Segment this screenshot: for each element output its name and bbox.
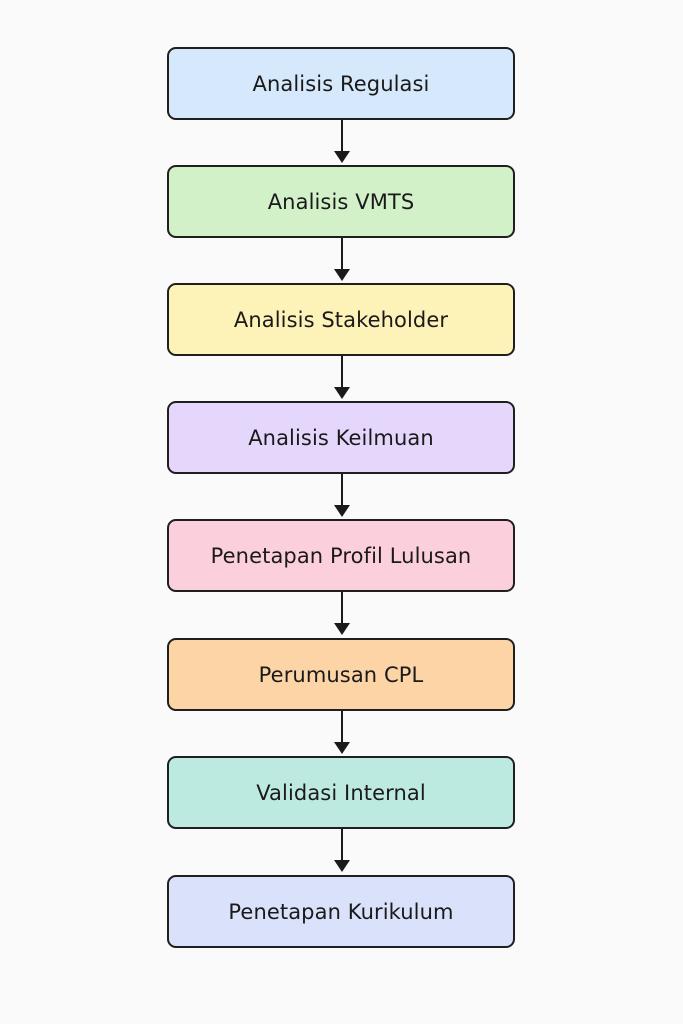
step-analisis-regulasi: Analisis Regulasi <box>167 47 515 120</box>
step-label: Validasi Internal <box>256 780 426 805</box>
step-analisis-stakeholder: Analisis Stakeholder <box>167 283 515 356</box>
step-validasi-internal: Validasi Internal <box>167 756 515 829</box>
step-perumusan-cpl: Perumusan CPL <box>167 638 515 711</box>
step-label: Penetapan Kurikulum <box>228 899 454 924</box>
step-label: Analisis VMTS <box>267 189 415 214</box>
arrow-down-icon <box>334 711 350 755</box>
step-analisis-keilmuan: Analisis Keilmuan <box>167 401 515 474</box>
step-penetapan-kurikulum: Penetapan Kurikulum <box>167 875 515 948</box>
step-analisis-vmts: Analisis VMTS <box>167 165 515 238</box>
arrow-down-icon <box>334 120 350 164</box>
arrow-down-icon <box>334 474 350 518</box>
step-label: Perumusan CPL <box>258 662 424 687</box>
step-label: Analisis Stakeholder <box>233 307 449 332</box>
step-penetapan-profil-lulusan: Penetapan Profil Lulusan <box>167 519 515 592</box>
arrow-down-icon <box>334 829 350 873</box>
step-label: Analisis Keilmuan <box>248 425 434 450</box>
arrow-down-icon <box>334 238 350 282</box>
step-label: Penetapan Profil Lulusan <box>210 543 472 568</box>
arrow-down-icon <box>334 356 350 400</box>
arrow-down-icon <box>334 592 350 636</box>
step-label: Analisis Regulasi <box>252 71 430 96</box>
